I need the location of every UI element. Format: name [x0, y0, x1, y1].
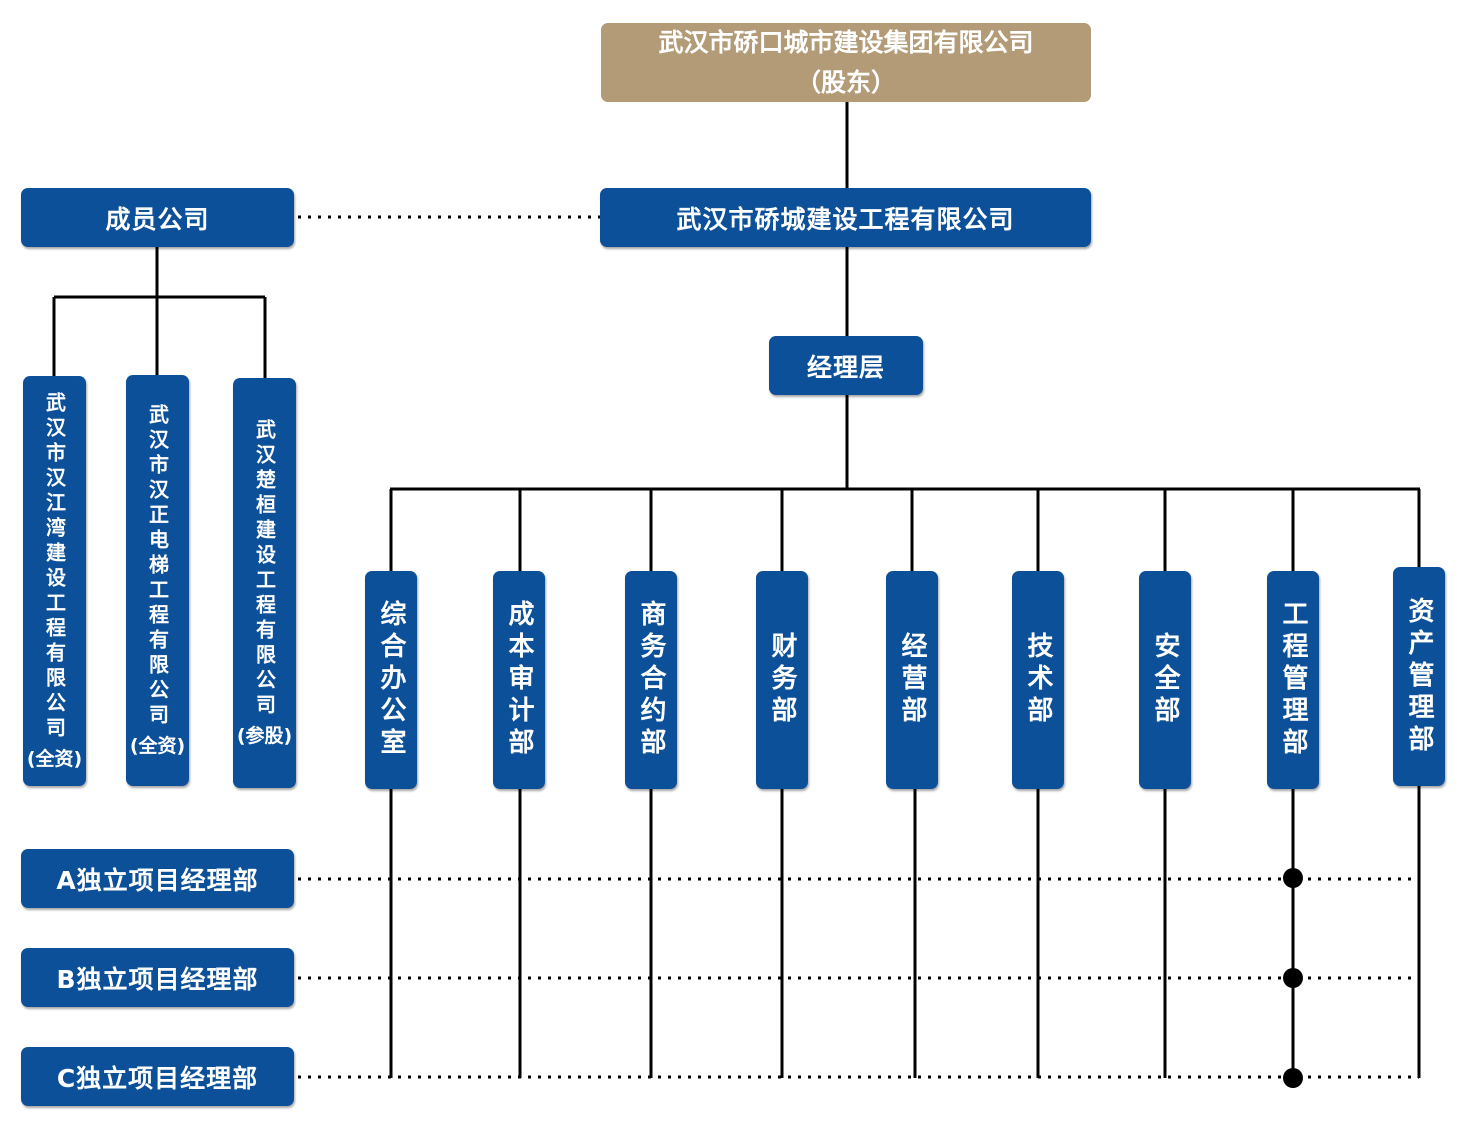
member-company-1: 武汉市汉江湾建设工程有限公司 (全资)	[23, 376, 86, 786]
department-box-9: 资产管理部	[1393, 567, 1445, 786]
department-box-5: 经营部	[886, 571, 938, 789]
department-label: 财务部	[767, 632, 797, 728]
department-label: 技术部	[1023, 632, 1053, 728]
shareholder-name: 武汉市硚口城市建设集团有限公司	[658, 27, 1034, 57]
members-title: 成员公司	[105, 204, 210, 234]
member-company-2-name: 武汉市汉正电梯工程有限公司	[145, 403, 170, 729]
department-label: 工程管理部	[1278, 600, 1308, 760]
department-label: 安全部	[1150, 632, 1180, 728]
management-title: 经理层	[806, 352, 885, 382]
project-label: A独立项目经理部	[56, 865, 259, 895]
member-company-3: 武汉楚桓建设工程有限公司 (参股)	[233, 378, 296, 788]
project-box-c: C独立项目经理部	[21, 1047, 294, 1106]
members-title-box: 成员公司	[21, 188, 294, 247]
member-company-1-tag: (全资)	[26, 747, 83, 770]
member-company-2: 武汉市汉正电梯工程有限公司 (全资)	[126, 375, 189, 786]
member-company-3-tag: (参股)	[236, 724, 293, 747]
member-company-1-name: 武汉市汉江湾建设工程有限公司	[42, 391, 67, 742]
department-box-8: 工程管理部	[1267, 571, 1319, 789]
shareholder-note: （股东）	[795, 67, 896, 97]
company-name: 武汉市硚城建设工程有限公司	[676, 204, 1015, 234]
department-box-1: 综合办公室	[365, 571, 417, 789]
project-label: B独立项目经理部	[56, 964, 259, 994]
member-company-2-tag: (全资)	[129, 734, 186, 757]
member-company-3-name: 武汉楚桓建设工程有限公司	[252, 418, 277, 719]
department-box-2: 成本审计部	[493, 571, 545, 789]
department-box-4: 财务部	[756, 571, 808, 789]
junction-dot-c	[1283, 1068, 1303, 1088]
department-box-7: 安全部	[1139, 571, 1191, 789]
department-box-3: 商务合约部	[625, 571, 677, 789]
project-label: C独立项目经理部	[56, 1063, 259, 1093]
department-label: 商务合约部	[636, 600, 666, 760]
project-box-a: A独立项目经理部	[21, 849, 294, 908]
shareholder-box: 武汉市硚口城市建设集团有限公司 （股东）	[601, 23, 1091, 102]
department-label: 经营部	[897, 632, 927, 728]
department-label: 综合办公室	[376, 600, 406, 760]
department-box-6: 技术部	[1012, 571, 1064, 789]
department-label: 成本审计部	[504, 600, 534, 760]
department-label: 资产管理部	[1404, 596, 1434, 757]
junction-dot-b	[1283, 968, 1303, 988]
management-box: 经理层	[769, 336, 923, 395]
junction-dot-a	[1283, 868, 1303, 888]
company-box: 武汉市硚城建设工程有限公司	[600, 188, 1091, 247]
project-box-b: B独立项目经理部	[21, 948, 294, 1007]
